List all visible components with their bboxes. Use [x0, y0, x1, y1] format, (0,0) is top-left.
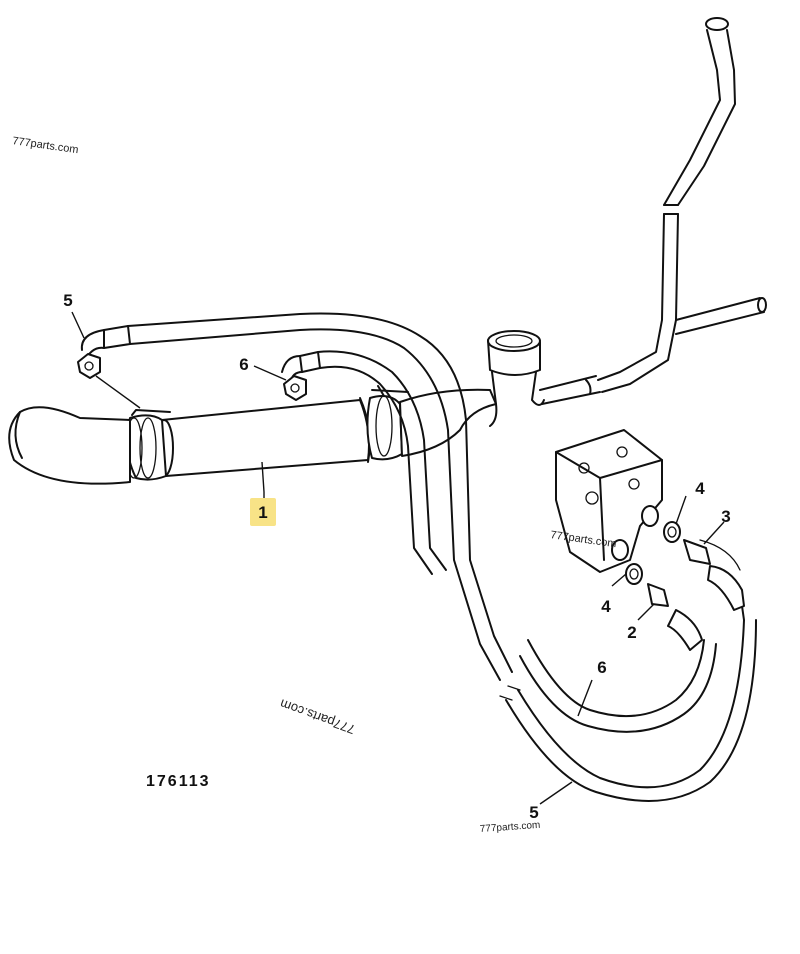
hose-5-upper [77, 312, 513, 681]
callout-6-upper: 6 [239, 355, 248, 374]
hose-lower-pair [499, 605, 757, 802]
valve-block [555, 429, 663, 573]
hose-6-upper [281, 350, 447, 575]
callout-6-lower: 6 [597, 658, 606, 677]
callout-4-lower: 4 [601, 597, 611, 616]
leader-lines [71, 311, 725, 805]
filler-neck [487, 330, 545, 427]
callout-4-upper: 4 [695, 479, 705, 498]
watermark-center-inverted: 777parts.com [278, 696, 357, 737]
callout-3: 3 [721, 507, 730, 526]
watermark-top-left: 777parts.com [12, 135, 80, 156]
radiator-hose-main [154, 397, 371, 477]
callout-1: 1 [258, 503, 267, 522]
inlet-elbow-hose [8, 406, 131, 485]
callout-highlight [250, 498, 276, 526]
callout-5-upper: 5 [63, 291, 72, 310]
drawing-number: 176113 [146, 773, 211, 790]
seals-and-adaptors [625, 521, 745, 651]
breather-pipe [539, 17, 767, 405]
watermark-bottom: 777parts.com [479, 820, 540, 835]
callout-5-lower: 5 [529, 803, 538, 822]
callout-2: 2 [627, 623, 636, 642]
hose-clamp-right [366, 385, 409, 461]
